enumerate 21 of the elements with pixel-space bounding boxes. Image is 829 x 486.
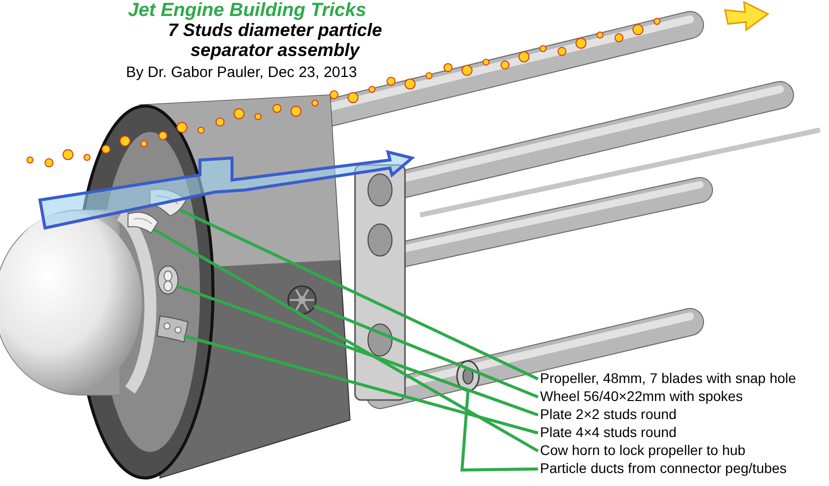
duct-tube xyxy=(456,360,480,392)
leader-line xyxy=(176,284,538,416)
part-label: Plate 4×4 studs round xyxy=(540,424,677,441)
round-plate xyxy=(158,266,178,294)
leader-line xyxy=(460,390,538,472)
cow-horn xyxy=(128,212,158,234)
author-date: By Dr. Gabor Pauler, Dec 23, 2013 xyxy=(126,64,357,81)
part-label: Propeller, 48mm, 7 blades with snap hole xyxy=(540,370,796,387)
title: 7 Studs diameter particle separator assembly xyxy=(166,20,384,60)
round-plate xyxy=(156,316,188,342)
part-label: Cow horn to lock propeller to hub xyxy=(540,442,746,459)
leader-line xyxy=(152,228,539,452)
propeller-blade xyxy=(150,188,186,216)
leader-line xyxy=(179,208,539,380)
part-label: Particle ducts from connector peg/tubes xyxy=(540,460,787,477)
series-heading: Jet Engine Building Tricks xyxy=(128,0,366,22)
part-label: Plate 2×2 studs round xyxy=(540,406,677,423)
leader-line xyxy=(313,304,539,398)
wheel-spoke xyxy=(288,286,316,314)
part-label: Wheel 56/40×22mm with spokes xyxy=(540,388,743,405)
leader-line xyxy=(184,334,538,434)
